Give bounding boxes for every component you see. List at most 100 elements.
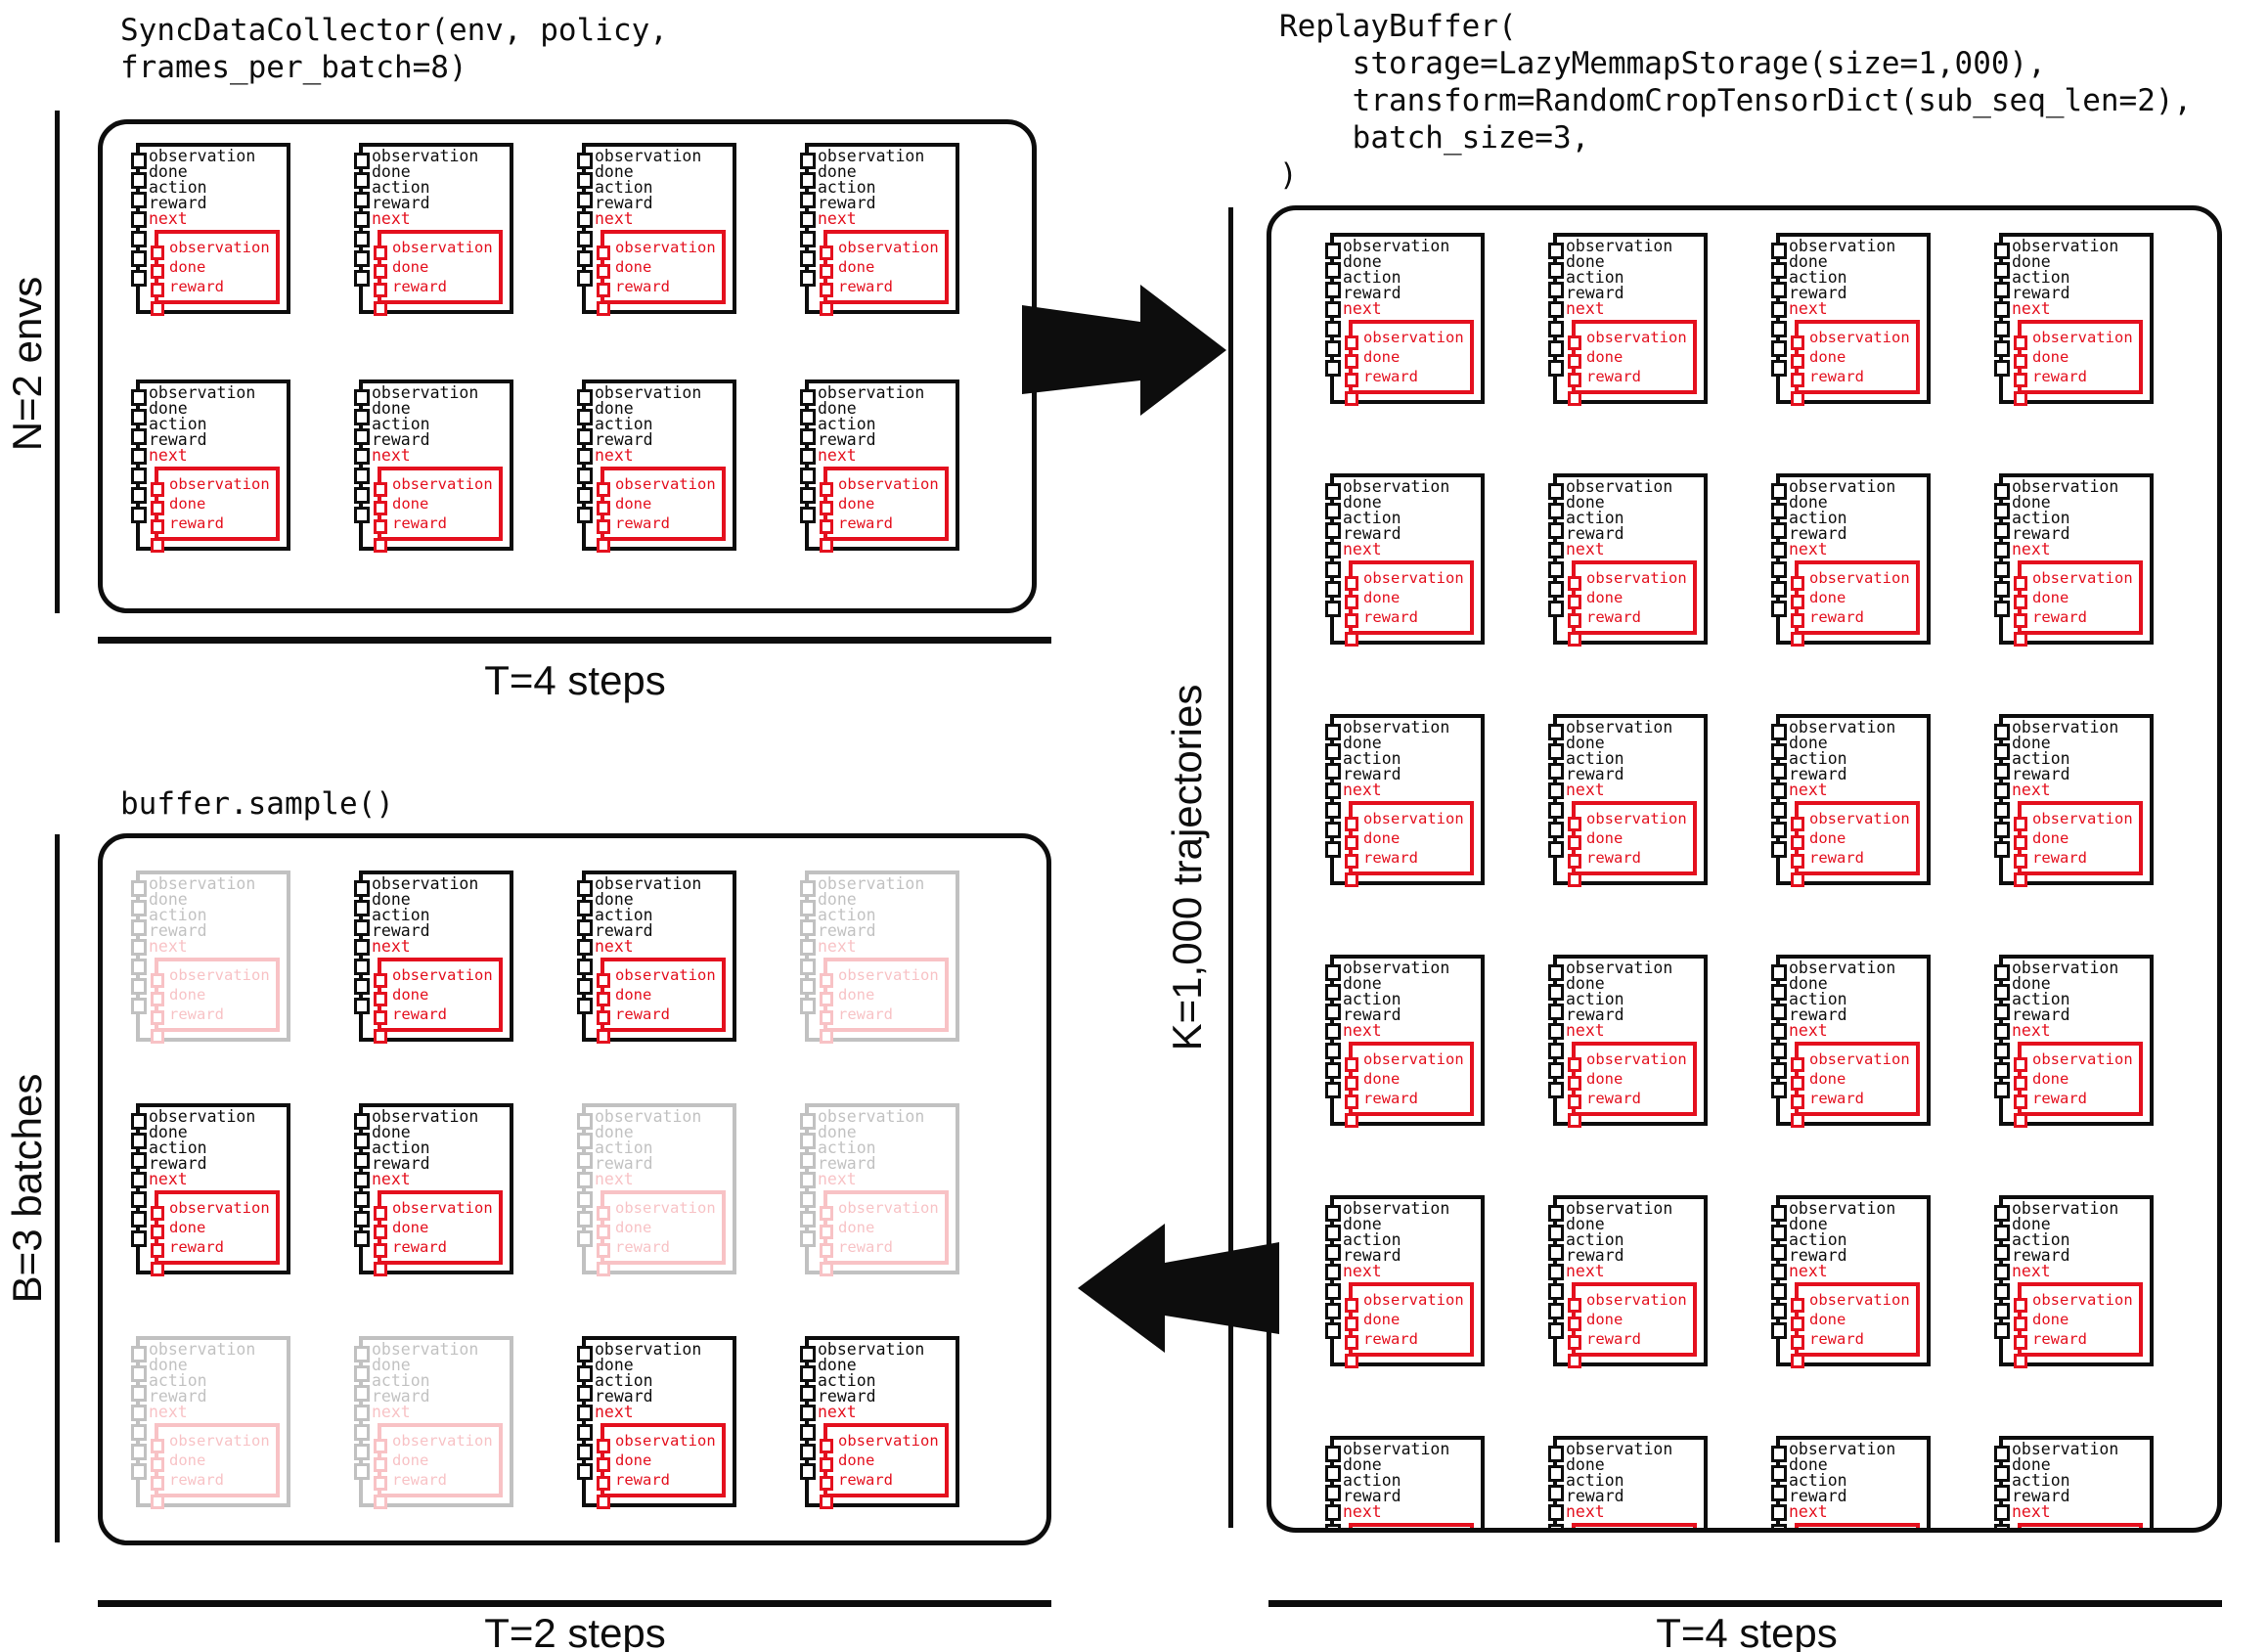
- binding-square: [1994, 581, 2010, 598]
- card-key-next: next: [1566, 540, 1605, 558]
- next-key-observation: observation: [2032, 329, 2133, 346]
- next-key-reward: reward: [1586, 1330, 1641, 1348]
- binding-square-red: [1568, 576, 1581, 591]
- next-key-done: done: [1586, 589, 1623, 606]
- binding-square-red: [597, 246, 610, 260]
- card-key-observation: observation: [149, 1340, 256, 1359]
- card-key-done: done: [595, 890, 634, 909]
- next-key-done: done: [169, 258, 206, 276]
- next-key-observation: observation: [169, 475, 270, 493]
- binding-square: [1325, 522, 1341, 539]
- sample-bottom-axis-label: T=2 steps: [484, 1610, 666, 1652]
- next-key-done: done: [838, 1219, 875, 1236]
- next-key-done: done: [2032, 1070, 2069, 1088]
- binding-square-red: [820, 1029, 833, 1044]
- binding-square-red: [1568, 632, 1581, 647]
- card-key-reward: reward: [1566, 524, 1624, 543]
- next-key-done: done: [1363, 589, 1401, 606]
- next-key-done: done: [392, 258, 429, 276]
- card-key-reward: reward: [1789, 524, 1847, 543]
- binding-square: [800, 1463, 816, 1480]
- binding-square: [1771, 1283, 1787, 1300]
- arrow-right-icon: [1022, 285, 1226, 416]
- card-key-reward: reward: [372, 430, 430, 449]
- binding-square: [1771, 321, 1787, 337]
- card-key-done: done: [149, 1123, 188, 1141]
- binding-square-red: [820, 1225, 833, 1239]
- binding-square-red: [597, 538, 610, 553]
- binding-square: [131, 939, 147, 956]
- binding-square: [1548, 601, 1564, 617]
- binding-square: [131, 153, 147, 169]
- binding-square-red: [374, 1029, 387, 1044]
- card-key-action: action: [149, 415, 207, 433]
- card-key-action: action: [818, 178, 876, 197]
- buffer-left-axis-line: [1228, 207, 1233, 1528]
- binding-square-red: [597, 992, 610, 1006]
- next-key-observation: observation: [1363, 569, 1464, 587]
- next-key-done: done: [615, 258, 652, 276]
- binding-square: [800, 428, 816, 445]
- binding-square: [1994, 964, 2010, 981]
- binding-square: [800, 880, 816, 897]
- binding-square: [1994, 542, 2010, 558]
- card-key-done: done: [818, 1356, 857, 1374]
- binding-square: [1548, 1205, 1564, 1222]
- binding-square-red: [374, 264, 387, 279]
- binding-square: [800, 409, 816, 425]
- next-key-reward: reward: [838, 514, 893, 532]
- card-key-observation: observation: [818, 147, 925, 165]
- binding-square: [577, 900, 593, 916]
- card-key-observation: observation: [818, 383, 925, 402]
- binding-square: [131, 1385, 147, 1402]
- card-key-done: done: [2012, 252, 2051, 271]
- next-key-observation: observation: [169, 1199, 270, 1217]
- binding-square: [354, 1133, 370, 1149]
- binding-square-red: [1791, 1076, 1804, 1091]
- binding-square: [1325, 503, 1341, 519]
- binding-square: [577, 1211, 593, 1228]
- binding-square: [1548, 1504, 1564, 1521]
- binding-square: [1548, 782, 1564, 799]
- card-key-reward: reward: [372, 194, 430, 212]
- card-key-action: action: [2012, 509, 2070, 527]
- binding-square: [131, 880, 147, 897]
- card-key-next: next: [1789, 1502, 1828, 1521]
- collector-bottom-axis-label: T=4 steps: [484, 657, 666, 703]
- card-key-reward: reward: [149, 1387, 207, 1406]
- collector-code: SyncDataCollector(env, policy, frames_pe…: [120, 13, 668, 85]
- binding-square-red: [1791, 576, 1804, 591]
- binding-square: [1325, 1043, 1341, 1059]
- next-key-reward: reward: [1363, 368, 1418, 385]
- card-key-reward: reward: [1343, 1246, 1401, 1265]
- next-key-observation: observation: [838, 1432, 939, 1450]
- card-key-next: next: [595, 209, 634, 228]
- next-key-observation: observation: [2032, 1050, 2133, 1068]
- card-key-observation: observation: [2012, 477, 2119, 496]
- next-key-done: done: [838, 986, 875, 1004]
- binding-square: [354, 231, 370, 247]
- binding-square-red: [1568, 354, 1581, 369]
- binding-square: [1771, 802, 1787, 819]
- binding-square: [1771, 581, 1787, 598]
- binding-square: [577, 1405, 593, 1421]
- binding-square: [1325, 743, 1341, 760]
